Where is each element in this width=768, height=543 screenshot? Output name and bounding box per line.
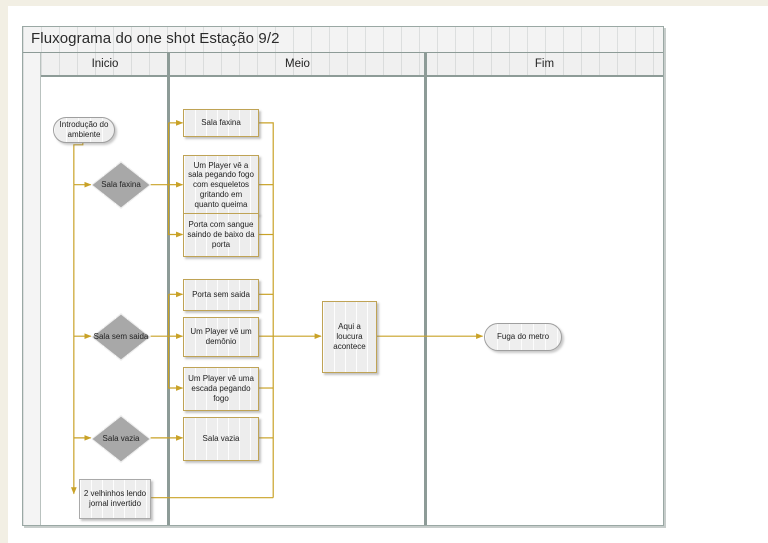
- node-fuga-do-metro-label: Fuga do metro: [496, 332, 550, 342]
- page-title: Fluxograma do one shot Estação 9/2: [31, 30, 280, 47]
- node-decision-sala-sem-saida-label: Sala sem saida: [93, 332, 149, 342]
- node-velhinhos[interactable]: 2 velhinhos lendo jornal invertido: [79, 479, 151, 519]
- lane-header-row: Inicio Meio Fim: [23, 53, 663, 77]
- node-player-fogo-label: Um Player vê a sala pegando fogo com esq…: [188, 160, 254, 209]
- wire-semsaida-bus-up: [150, 294, 170, 337]
- diagram-canvas: Fluxograma do one shot Estação 9/2 Inici…: [8, 6, 768, 543]
- node-player-demonio-label: Um Player vê um demônio: [190, 327, 252, 346]
- node-loucura-label: Aqui a loucura acontece: [333, 322, 366, 351]
- node-sala-faxina-evento[interactable]: Sala faxina: [183, 109, 259, 137]
- lane-header-fim: Fim: [534, 58, 555, 70]
- node-porta-sem-saida-label: Porta sem saida: [192, 290, 250, 300]
- node-decision-sala-vazia[interactable]: Sala vazia: [91, 415, 151, 463]
- node-porta-sangue[interactable]: Porta com sangue saindo de baixo da port…: [183, 213, 259, 257]
- node-decision-sala-sem-saida[interactable]: Sala sem saida: [91, 313, 151, 361]
- node-decision-sala-faxina[interactable]: Sala faxina: [91, 161, 151, 209]
- wire-faxina-bus-up: [150, 122, 170, 186]
- lane-divider-inicio-meio: [167, 53, 170, 525]
- node-loucura[interactable]: Aqui a loucura acontece: [322, 301, 377, 373]
- lane-header-inicio: Inicio: [91, 58, 119, 70]
- swimlane-frame: Fluxograma do one shot Estação 9/2 Inici…: [22, 26, 664, 526]
- node-decision-sala-faxina-label: Sala faxina: [101, 180, 141, 190]
- lane-divider-meio-fim: [424, 53, 427, 525]
- node-player-escada[interactable]: Um Player vê uma escada pegando fogo: [183, 367, 259, 411]
- wire-to-player-escada: [167, 336, 184, 391]
- diagram-title-band: Fluxograma do one shot Estação 9/2: [23, 27, 663, 53]
- node-sala-vazia-evento-label: Sala vazia: [202, 434, 240, 444]
- node-sala-faxina-evento-label: Sala faxina: [201, 118, 241, 128]
- node-sala-vazia-evento[interactable]: Sala vazia: [183, 417, 259, 461]
- node-start-label: Introdução do ambiente: [59, 120, 109, 139]
- node-fuga-do-metro[interactable]: Fuga do metro: [484, 323, 562, 351]
- lane-body: Introdução do ambiente Sala faxina Sala …: [23, 77, 663, 525]
- lane-left-rail: [23, 53, 41, 525]
- lane-header-meio: Meio: [285, 58, 310, 70]
- node-start[interactable]: Introdução do ambiente: [53, 117, 115, 143]
- wire-merge-bus: [258, 122, 274, 498]
- left-rail-hatch: [23, 53, 40, 525]
- node-player-escada-label: Um Player vê uma escada pegando fogo: [188, 374, 254, 403]
- wire-to-porta-sangue: [167, 184, 184, 238]
- node-decision-sala-vazia-label: Sala vazia: [102, 434, 140, 444]
- node-velhinhos-label: 2 velhinhos lendo jornal invertido: [83, 489, 147, 508]
- node-player-fogo[interactable]: Um Player vê a sala pegando fogo com esq…: [183, 155, 259, 215]
- node-porta-sangue-label: Porta com sangue saindo de baixo da port…: [187, 220, 255, 249]
- node-porta-sem-saida[interactable]: Porta sem saida: [183, 279, 259, 311]
- node-player-demonio[interactable]: Um Player vê um demônio: [183, 317, 259, 357]
